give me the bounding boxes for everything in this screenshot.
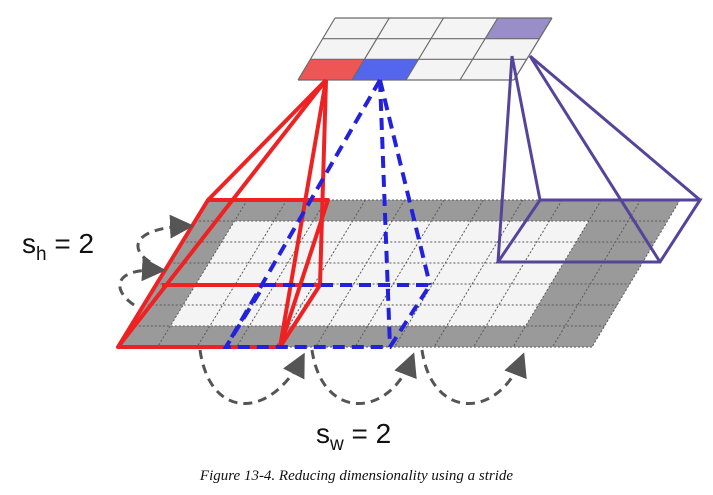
input-cell <box>457 221 510 242</box>
output-layer <box>297 17 553 81</box>
input-cell <box>367 305 420 326</box>
output-gridlines <box>297 17 553 81</box>
sw-symbol: s <box>316 418 330 449</box>
output-gridline <box>459 17 499 81</box>
input-cell <box>524 242 577 263</box>
input-cell <box>314 263 367 284</box>
figure-caption: Figure 13-4. Reducing dimensionality usi… <box>199 468 514 484</box>
input-gridline <box>315 199 406 348</box>
input-cell <box>300 221 353 242</box>
input-gridline <box>512 199 602 348</box>
input-cell <box>472 263 525 284</box>
sh-subscript: h <box>36 244 47 265</box>
input-cell <box>407 305 460 326</box>
output-cell <box>418 38 486 60</box>
vertical-arrow-2 <box>118 257 166 307</box>
input-cells <box>170 221 589 326</box>
input-cell <box>393 263 446 284</box>
input-cell <box>418 221 471 242</box>
input-gridline <box>196 199 288 348</box>
horizontal-stride-arrows <box>198 349 527 405</box>
output-cell <box>376 18 444 39</box>
blue-edge-2 <box>378 79 392 348</box>
output-gridline <box>513 17 553 81</box>
input-gridline <box>591 199 681 348</box>
input-cell <box>248 242 301 263</box>
output-cell <box>485 18 552 39</box>
output-cell <box>472 38 540 60</box>
input-cell <box>301 284 354 305</box>
input-cell <box>287 242 340 263</box>
input-cell <box>339 221 392 242</box>
input-cell <box>328 305 381 326</box>
input-cell <box>497 221 550 242</box>
input-gridline <box>433 199 524 348</box>
output-cell <box>352 59 419 80</box>
red-edge-1 <box>116 78 328 349</box>
blue-edge-3 <box>378 79 432 286</box>
horizontal-arrow-2 <box>310 349 417 405</box>
output-cells <box>298 18 552 80</box>
sh-value: = 2 <box>46 228 95 259</box>
input-gridline <box>394 199 484 348</box>
output-gridline <box>405 17 445 81</box>
purple-receptive-field <box>495 54 703 264</box>
input-cell <box>340 284 394 305</box>
output-cell <box>310 38 377 60</box>
output-cell <box>364 38 431 60</box>
red-edge-2 <box>206 78 328 202</box>
input-cell <box>327 242 380 263</box>
input-cell <box>196 263 249 284</box>
input-gridline <box>236 199 327 348</box>
input-cell <box>459 284 512 305</box>
horizontal-stride-label: sw = 2 <box>316 418 391 456</box>
input-gridline <box>552 199 642 348</box>
input-gridline <box>157 199 248 348</box>
input-cell <box>222 284 275 305</box>
vertical-stride-label: sh = 2 <box>22 228 94 266</box>
blue-receptive-field <box>222 79 434 349</box>
input-cell <box>446 305 499 326</box>
input-cell <box>183 284 236 305</box>
input-cell <box>419 284 472 305</box>
output-cell <box>298 59 365 80</box>
input-layer <box>117 199 681 348</box>
input-cell <box>380 284 433 305</box>
purple-edge-4 <box>528 55 662 263</box>
input-cell <box>208 242 262 263</box>
output-cell <box>431 18 498 39</box>
input-cell <box>353 263 406 284</box>
purple-edge-2 <box>510 55 542 201</box>
vertical-stride-arrows <box>118 214 194 307</box>
red-inner-square <box>162 283 322 349</box>
sw-value: = 2 <box>343 418 392 449</box>
input-gridline <box>354 199 445 348</box>
sh-symbol: s <box>22 228 36 259</box>
input-cell <box>221 221 274 242</box>
input-cell <box>536 221 589 242</box>
input-cell <box>511 263 564 284</box>
horizontal-arrow-3 <box>420 349 527 405</box>
input-cell <box>274 263 328 284</box>
sw-subscript: w <box>330 434 344 455</box>
output-cell <box>322 18 390 39</box>
output-cell <box>406 59 473 80</box>
horizontal-arrow-1 <box>198 349 305 405</box>
output-gridline <box>351 17 390 81</box>
input-gridline <box>473 199 563 348</box>
input-cell <box>432 263 485 284</box>
input-cell <box>498 284 551 305</box>
output-gridline <box>297 17 336 81</box>
input-cell <box>486 305 539 326</box>
blue-edge-1 <box>224 79 382 348</box>
purple-edge-3 <box>529 54 701 202</box>
input-gridline <box>275 199 366 348</box>
input-cell <box>170 305 223 326</box>
input-cell <box>445 242 498 263</box>
input-cell <box>366 242 419 263</box>
purple-edge-1 <box>496 55 514 263</box>
input-cell <box>235 263 288 284</box>
